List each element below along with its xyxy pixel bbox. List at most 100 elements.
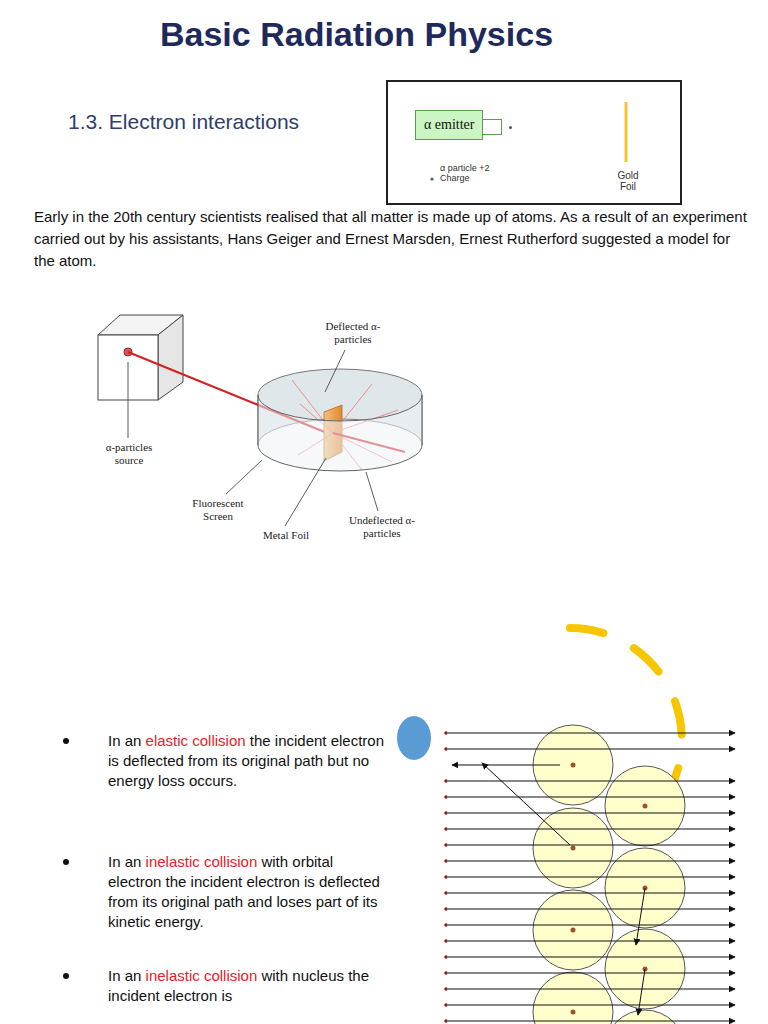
atom-circle <box>605 1010 685 1024</box>
intro-paragraph: Early in the 20th century scientists rea… <box>34 206 754 272</box>
inset-art <box>388 82 680 203</box>
page-title: Basic Radiation Physics <box>160 14 553 55</box>
track-line <box>448 877 735 878</box>
track-line <box>448 781 735 782</box>
part-label: Fluorescent Screen <box>186 497 250 522</box>
box-label: α emitter <box>424 117 474 133</box>
electron-track <box>444 907 735 911</box>
track-line <box>448 797 735 798</box>
nucleus <box>571 846 576 851</box>
leader-line <box>366 472 378 511</box>
nucleus <box>571 763 576 768</box>
track-line <box>448 749 735 750</box>
track-start <box>444 779 448 783</box>
electron-track <box>444 827 735 831</box>
electron-track <box>444 859 735 863</box>
track-line <box>448 893 735 894</box>
track-start <box>444 939 448 943</box>
atom-circle <box>605 766 685 846</box>
inset-frame: α particle +2 Charge Gold Foil α emitter <box>386 80 682 205</box>
track-line <box>448 813 735 814</box>
track-start <box>444 875 448 879</box>
electron-track <box>444 955 735 959</box>
track-start <box>444 747 448 751</box>
nucleus <box>643 804 648 809</box>
backscatter-track <box>452 765 560 766</box>
track-start <box>444 1019 448 1023</box>
deflected-track <box>638 969 645 1015</box>
atoms <box>533 725 685 1024</box>
track-line <box>448 925 735 926</box>
atom-circle <box>533 890 613 970</box>
leader-line <box>128 362 129 438</box>
track-line <box>448 909 735 910</box>
electron-track <box>444 971 735 975</box>
section-heading: 1.3. Electron interactions <box>68 109 299 134</box>
deflected-track <box>636 888 645 945</box>
electron-track <box>444 843 735 847</box>
track-start <box>444 987 448 991</box>
electron-track <box>444 747 735 751</box>
atom-circle <box>533 808 613 888</box>
track-line <box>448 733 735 734</box>
bullet-text: In an inelastic collision with orbital e… <box>108 852 388 932</box>
track-start <box>444 859 448 863</box>
track-start <box>444 1003 448 1007</box>
track-start <box>444 891 448 895</box>
deflected-track <box>482 763 570 845</box>
track-line <box>448 1005 735 1006</box>
fluorescent-screen <box>258 395 422 471</box>
electron-track <box>444 811 735 815</box>
track-start <box>444 971 448 975</box>
track-line <box>448 973 735 974</box>
nucleus <box>571 928 576 933</box>
bullet-text: In an elastic collision the incident ele… <box>108 731 388 791</box>
bullet-dot <box>63 738 69 744</box>
part-label: Deflected α-particles <box>322 320 384 345</box>
track-start <box>444 955 448 959</box>
track-line <box>448 861 735 862</box>
electron-track <box>444 939 735 943</box>
electron-dot <box>397 716 431 760</box>
electron-track <box>444 1003 735 1007</box>
electron-track <box>444 875 735 879</box>
nucleus <box>571 1010 576 1015</box>
leader-line <box>285 458 326 526</box>
scattered-tracks <box>452 763 645 1015</box>
track-start <box>444 843 448 847</box>
electron-tracks <box>444 731 735 1023</box>
particle-note: α particle +2 Charge <box>440 164 490 184</box>
track-line <box>448 1021 735 1022</box>
bullet-dots <box>63 738 69 979</box>
part-label: Undeflected α-particles <box>348 514 416 539</box>
alpha-dot <box>430 177 433 180</box>
cube-side <box>158 315 183 400</box>
bullet-text: In an inelastic collision with nucleus t… <box>108 966 388 1006</box>
track-start <box>444 907 448 911</box>
electron-track <box>444 923 735 927</box>
electron-track <box>444 1019 735 1023</box>
foil-label: Gold Foil <box>610 170 646 192</box>
track-line <box>448 829 735 830</box>
track-line <box>448 957 735 958</box>
electron-track <box>444 891 735 895</box>
emitter-box: α emitter <box>415 110 483 140</box>
track-start <box>444 795 448 799</box>
track-line <box>448 941 735 942</box>
electron-track <box>444 795 735 799</box>
track-line <box>448 845 735 846</box>
leader-lines <box>128 350 378 526</box>
bullet-dot <box>63 859 69 865</box>
nuclei <box>571 763 648 1015</box>
electron-track <box>444 731 735 735</box>
part-label: Metal Foil <box>256 529 316 542</box>
bullet-dot <box>63 973 69 979</box>
part-label: α-particles source <box>98 441 160 466</box>
track-line <box>448 989 735 990</box>
track-start <box>444 811 448 815</box>
atom-circle <box>533 972 613 1024</box>
track-start <box>444 923 448 927</box>
track-start <box>444 827 448 831</box>
electron-track <box>444 779 735 783</box>
